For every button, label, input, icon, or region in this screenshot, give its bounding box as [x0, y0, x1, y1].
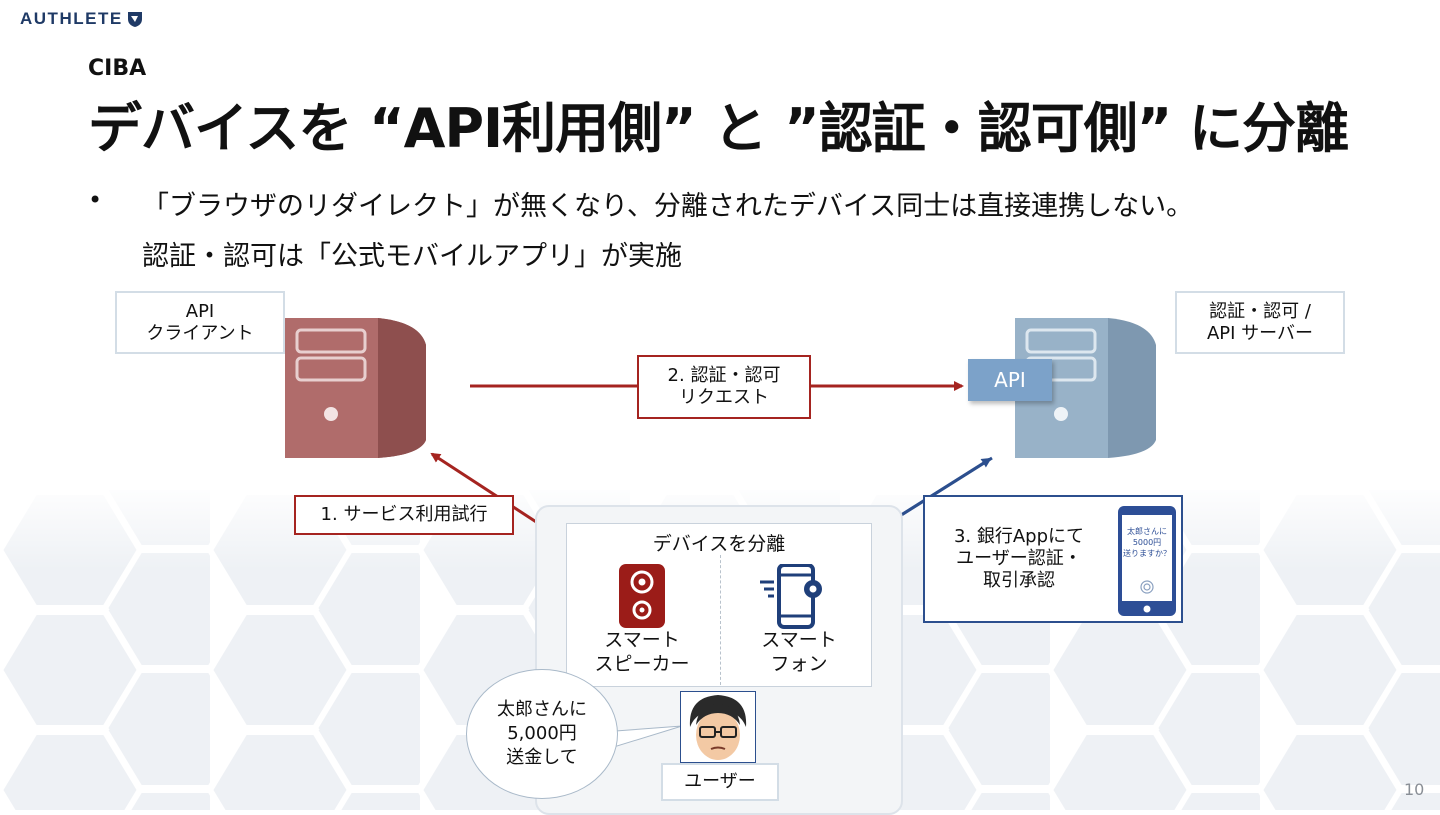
logo-text: AUTHLETE [20, 9, 123, 28]
slide-title: デバイスを “API利用側” と ”認証・認可側” に分離 [88, 97, 1349, 160]
device-separation-box [566, 523, 872, 687]
user-avatar-icon [680, 691, 756, 763]
step1-service-box: 1. サービス利用試行 [294, 495, 514, 535]
device-divider [720, 555, 721, 685]
shield-logo-icon [127, 12, 142, 27]
smartphone-label: スマート フォン [761, 629, 837, 675]
auth-server-icon [1015, 318, 1156, 458]
fingerprint-icon [1140, 580, 1154, 594]
api-tag: API [968, 359, 1052, 401]
panel-title: デバイスを分離 [652, 533, 786, 555]
phone-screen-icon [1118, 506, 1176, 616]
step2-request-box: 2. 認証・認可 リクエスト [637, 355, 811, 419]
bullet-marker: • [88, 186, 103, 214]
authlete-logo: AUTHLETE [20, 9, 144, 29]
speaker-icon [619, 564, 665, 628]
server-label-box: 認証・認可 / API サーバー [1175, 291, 1345, 354]
bullet-line-2: 認証・認可は「公式モバイルアプリ」が実施 [142, 241, 682, 272]
smartphone-gear-icon [760, 564, 822, 629]
page-number: 10 [1404, 780, 1425, 799]
user-label-box: ユーザー [661, 763, 779, 801]
bullet-line-1: 「ブラウザのリダイレクト」が無くなり、分離されたデバイス同士は直接連携しない。 [142, 191, 1194, 222]
client-label-box: API クライアント [115, 291, 285, 354]
speech-bubble: 太郎さんに 5,000円 送金して [466, 669, 618, 799]
section-label: CIBA [88, 56, 147, 81]
phone-screen-text: 太郎さんに 5000円 送りますか？ [1123, 527, 1171, 558]
step3-text: 3. 銀行Appにて ユーザー認証・ 取引承認 [953, 526, 1085, 591]
client-server-icon [285, 318, 426, 458]
bullet-text: 「ブラウザのリダイレクト」が無くなり、分離されたデバイス同士は直接連携しない。 … [142, 182, 1193, 282]
speaker-label: スマート スピーカー [594, 629, 690, 675]
